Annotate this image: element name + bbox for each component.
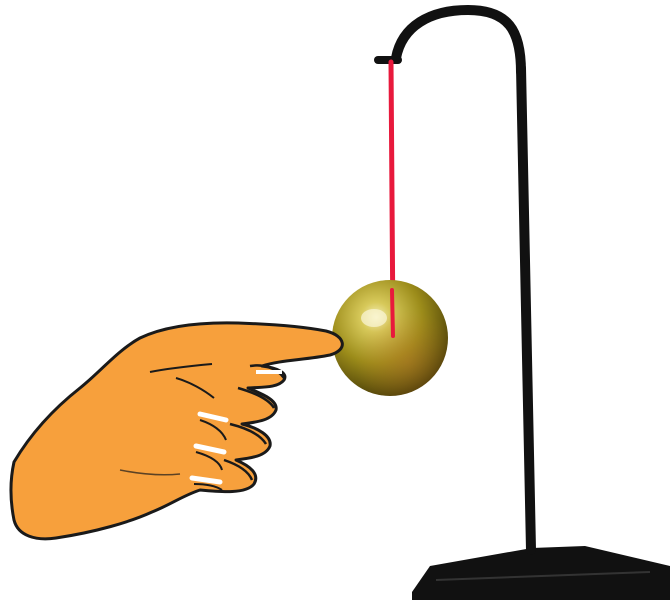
stand-arc [396,10,521,72]
ball-icon [332,280,448,396]
stand-pole [521,68,531,550]
hand-icon [11,323,342,539]
hand-shape [11,323,342,539]
